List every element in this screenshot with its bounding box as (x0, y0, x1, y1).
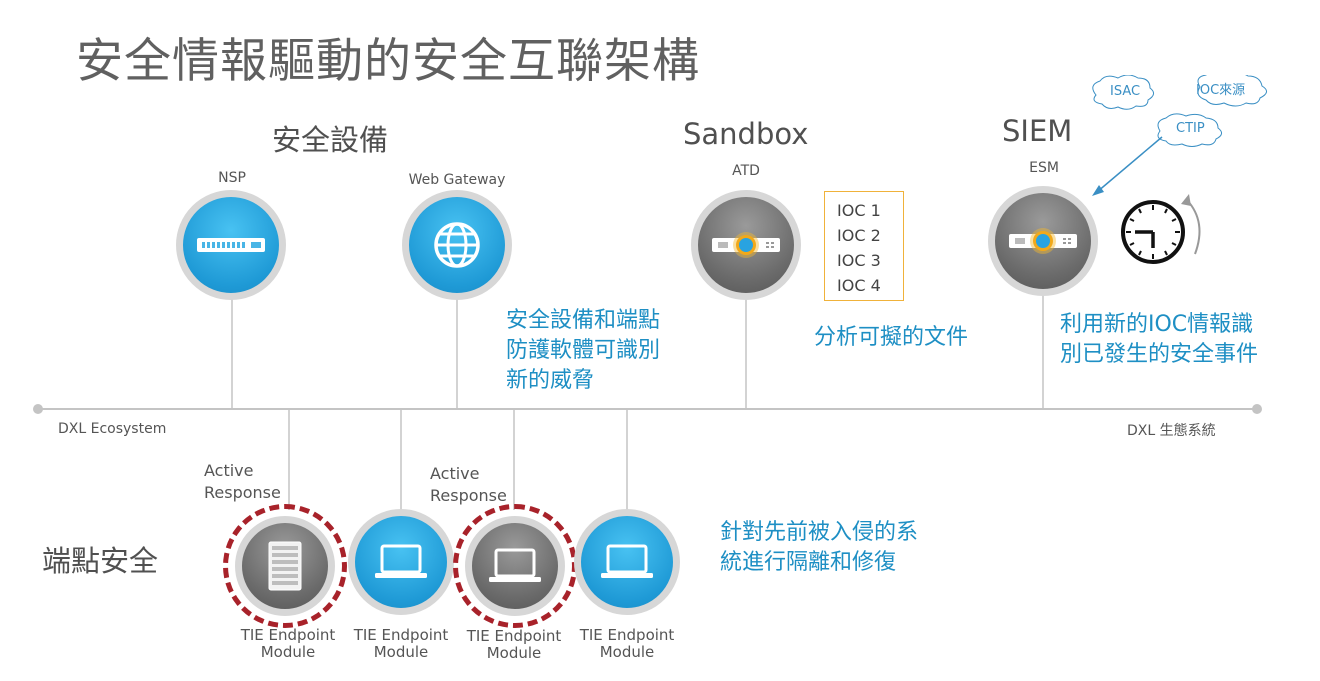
active-response-line: Response (204, 483, 281, 502)
bus-right-label: DXL 生態系統 (1127, 423, 1216, 439)
server-rack-icon (268, 541, 302, 591)
label-web-gateway: Web Gateway (408, 172, 506, 188)
endpoint-label-line: TIE Endpoint (466, 627, 562, 645)
endpoint-label-line: TIE Endpoint (579, 626, 675, 644)
laptop-icon (489, 548, 541, 582)
endpoint-label-line: TIE Endpoint (353, 626, 449, 644)
web-gateway-node (402, 190, 512, 300)
annotation-identify-threats: 安全設備和端點 防護軟體可識別 新的威脅 (506, 306, 660, 396)
endpoint-label: TIE Endpoint Module (230, 627, 346, 661)
endpoint-laptop-node (348, 509, 454, 615)
endpoint-label-line: Module (486, 644, 542, 662)
annotation-line: 新的威脅 (506, 368, 595, 393)
cloud-isac-label: ISAC (1110, 84, 1141, 99)
laptop-icon (375, 544, 427, 578)
sandbox-appliance-icon (712, 232, 780, 258)
bus-left-label: DXL Ecosystem (58, 421, 167, 437)
annotation-line: 利用新的IOC情報識 (1060, 312, 1254, 337)
clock-icon (1121, 194, 1201, 264)
endpoint-laptop-node (574, 509, 680, 615)
group-endpoint: 端點安全 (42, 544, 159, 578)
siem-appliance-icon (1009, 228, 1077, 254)
label-esm: ESM (1029, 160, 1059, 176)
cloud-ctip-label: CTIP (1176, 121, 1205, 136)
cloud-group (1092, 75, 1267, 147)
annotation-line: 安全設備和端點 (506, 308, 661, 333)
network-appliance-icon (197, 238, 265, 252)
ioc-item: IOC 4 (837, 276, 881, 295)
annotation-line: 統進行隔離和修復 (720, 550, 897, 575)
ioc-item: IOC 2 (837, 226, 881, 245)
annotation-isolate-repair: 針對先前被入侵的系 統進行隔離和修復 (720, 518, 918, 578)
endpoint-label-line: Module (599, 643, 655, 661)
atd-node (691, 190, 801, 300)
compromised-ring (223, 504, 347, 628)
active-response-label: Active Response (204, 460, 281, 504)
laptop-icon (601, 544, 653, 578)
globe-icon (434, 222, 480, 268)
nsp-node (176, 190, 286, 300)
label-nsp: NSP (218, 170, 246, 186)
active-response-line: Active (430, 464, 480, 483)
endpoint-laptop-node (465, 516, 565, 616)
endpoint-label-line: Module (260, 643, 316, 661)
group-siem: SIEM (1002, 114, 1073, 148)
endpoint-label-line: Module (373, 643, 429, 661)
annotation-line: 別已發生的安全事件 (1060, 342, 1259, 367)
endpoint-label: TIE Endpoint Module (343, 627, 459, 661)
cloud-ioc-source-label: IOC來源 (1196, 83, 1246, 98)
ioc-item: IOC 1 (837, 201, 881, 220)
group-security-devices: 安全設備 (272, 123, 389, 157)
endpoint-server-node (235, 516, 335, 616)
esm-node (988, 186, 1098, 296)
endpoint-label-line: TIE Endpoint (240, 626, 336, 644)
active-response-label: Active Response (430, 463, 507, 507)
annotation-line: 防護軟體可識別 (506, 338, 661, 363)
ioc-list-box: IOC 1 IOC 2 IOC 3 IOC 4 (824, 191, 904, 301)
annotation-analyze-files: 分析可擬的文件 (814, 325, 969, 350)
group-sandbox: Sandbox (683, 117, 809, 151)
page-title: 安全情報驅動的安全互聯架構 (76, 34, 700, 89)
label-atd: ATD (732, 163, 760, 179)
annotation-line: 針對先前被入侵的系 (720, 520, 919, 545)
endpoint-label: TIE Endpoint Module (456, 628, 572, 662)
endpoint-label: TIE Endpoint Module (569, 627, 685, 661)
active-response-line: Active (204, 461, 254, 480)
active-response-line: Response (430, 486, 507, 505)
ioc-item: IOC 3 (837, 251, 881, 270)
annotation-identify-events: 利用新的IOC情報識 別已發生的安全事件 (1060, 310, 1258, 370)
